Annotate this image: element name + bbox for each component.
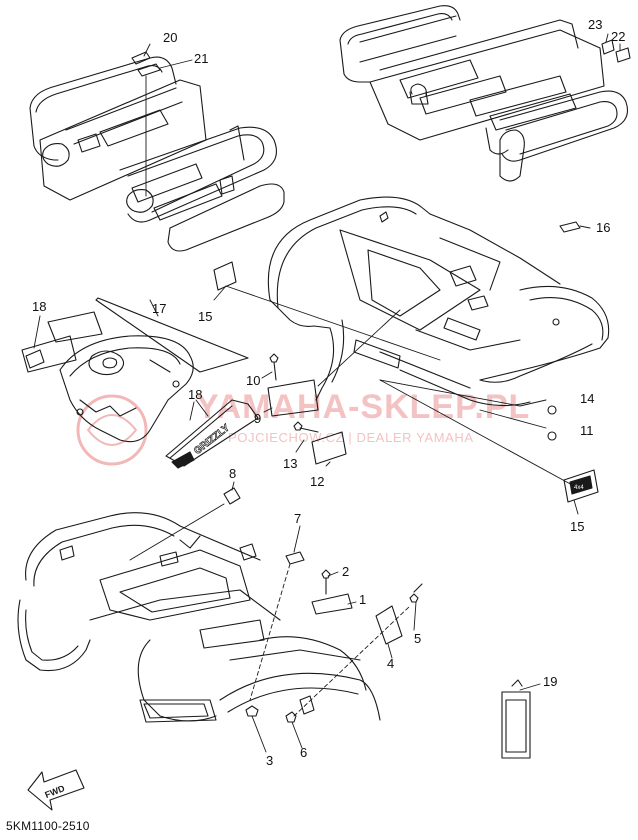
callout-2: 2 [342,564,350,579]
screw-5 [409,583,423,603]
decal-21 [137,63,161,77]
callout-1: 1 [359,592,367,607]
callout-9: 9 [254,411,262,426]
front-fender [17,512,381,723]
callout-13: 13 [283,456,298,471]
callout-14: 14 [580,391,595,406]
callout-12: 12 [310,474,325,489]
callout-20: 20 [163,30,178,45]
callout-3: 3 [266,753,274,768]
watermark-subtitle: POJCIECHOW.CZ | DEALER YAMAHA [228,430,474,445]
fwd-arrow-icon [27,769,85,811]
callout-7: 7 [294,511,302,526]
decal-23 [601,39,615,55]
screw-10 [269,353,279,381]
decal-18-upper [21,335,77,373]
decal-4 [375,605,403,645]
decal-20 [131,51,151,65]
callout-11: 11 [580,423,594,438]
screw-2 [321,569,331,595]
decal-8 [223,487,241,505]
callout-15-lower: 15 [570,519,585,534]
rear-carrier [339,5,629,182]
callout-17: 17 [152,301,167,316]
fuel-tank-cover [59,335,194,443]
decal-18-grizzly [165,399,259,469]
callout-22: 22 [611,29,626,44]
rear-fender [267,196,610,407]
callout-4: 4 [387,656,395,671]
label-19 [501,679,531,759]
badge-15-4x4 [563,469,599,503]
callout-18-upper: 18 [32,299,47,314]
screw-13 [293,421,319,433]
decal-1 [311,593,353,615]
watermark-brand: YAMAHA-SKLEP.PL [196,388,531,426]
decal-15-upper [213,261,237,291]
callout-15-upper: 15 [198,309,213,324]
badge-4x4-text: 4x4 [574,485,584,491]
decal-sheet-17 [47,297,249,373]
callout-16: 16 [596,220,611,235]
decal-22 [615,47,631,63]
washer-11 [547,431,557,441]
decal-16 [559,221,581,233]
grizzly-decal-text: GRIZZLY [192,422,232,457]
callout-8: 8 [229,466,237,481]
callout-23: 23 [588,17,603,32]
callout-10: 10 [246,373,261,388]
diagram-code: 5KM1100-2510 [6,819,90,833]
nut-3 [245,705,259,717]
plate-12 [311,431,347,465]
leader-lines [33,33,621,753]
watermark-logo-icon [76,394,148,466]
front-carrier [29,56,285,252]
nut-6 [285,711,297,723]
callout-21: 21 [194,51,209,66]
callout-5: 5 [414,631,422,646]
washer-14 [547,405,557,415]
plate-9 [267,379,319,417]
fwd-label: FWD [43,783,66,800]
callout-19: 19 [543,674,558,689]
callout-18-grizzly: 18 [188,387,203,402]
decal-7 [285,551,305,565]
callout-6: 6 [300,745,308,760]
